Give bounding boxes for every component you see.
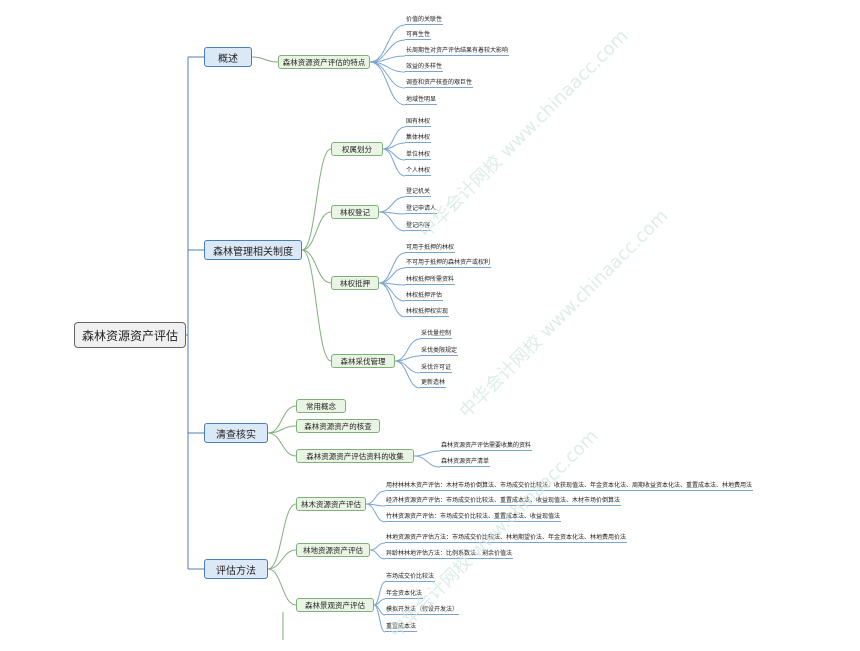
leaf-connector xyxy=(382,148,406,177)
leaf-node[interactable]: 可用于抵押的林权 xyxy=(405,244,456,253)
sub-branch-node[interactable]: 林地资源资产评估 xyxy=(296,543,370,557)
sub-branch-node[interactable]: 森林资源资产评估资料的收集 xyxy=(296,449,414,463)
leaf-node[interactable]: 竹林资源资产评估：市场成交价比较法、重置成本法、收益现值法 xyxy=(385,513,562,522)
leaf-connector xyxy=(369,549,386,560)
leaf-node[interactable]: 可再生性 xyxy=(405,31,432,40)
leaf-node[interactable]: 登记申请人 xyxy=(405,205,438,214)
sub-branch-node[interactable]: 森林采伐管理 xyxy=(331,354,395,368)
leaf-connector xyxy=(378,252,406,284)
sub-branch-node[interactable]: 林木资源资产评估 xyxy=(296,497,366,511)
leaf-node[interactable]: 森林资源资产清单 xyxy=(440,458,491,467)
sub-branch-node[interactable]: 林权抵押 xyxy=(331,276,379,290)
leaf-node[interactable]: 林地资源资产评估方法：市场成交价比较法、林地期望价法、年金资本化法、林地费用价法 xyxy=(385,534,628,543)
leaf-node[interactable]: 林权抵押所需资料 xyxy=(405,276,456,285)
leaf-connector xyxy=(378,211,406,232)
leaf-node[interactable]: 市场成交价比较法 xyxy=(385,573,436,582)
leaf-node[interactable]: 集体林权 xyxy=(405,134,432,143)
leaf-connector xyxy=(378,282,406,302)
leaf-connector xyxy=(373,604,386,633)
sub-branch-connector xyxy=(267,503,297,570)
leaf-connector xyxy=(369,24,406,63)
leaf-connector xyxy=(394,360,421,374)
branch-node[interactable]: 概述 xyxy=(204,47,252,67)
leaf-node[interactable]: 经济林资源资产评估：市场成交价比较法、重置成本法、收益现值法、木材市场价倒算法 xyxy=(385,497,622,506)
leaf-node[interactable]: 单位林权 xyxy=(405,151,432,160)
leaf-node[interactable]: 用材林林木资产评估：木材市场价倒算法、市场成交价比较法、收获现值法、年金资本化法… xyxy=(385,482,754,491)
sub-branch-node[interactable]: 森林资源资产的核查 xyxy=(296,419,380,433)
leaf-connector xyxy=(413,450,441,457)
leaf-node[interactable]: 采伐类限规定 xyxy=(420,347,459,356)
leaf-connector xyxy=(369,61,406,106)
leaf-node[interactable]: 林权抵押评估 xyxy=(405,292,444,301)
leaf-node[interactable]: 不可用于抵押的森林资产或权利 xyxy=(405,259,492,268)
sub-branch-connector xyxy=(301,211,332,251)
leaf-connector xyxy=(365,490,386,505)
sub-branch-connector xyxy=(301,148,332,251)
leaf-node[interactable]: 林权抵押权实现 xyxy=(405,308,450,317)
sub-branch-node[interactable]: 森林资源资产评估的特点 xyxy=(278,55,370,69)
leaf-connector xyxy=(394,338,421,362)
sub-branch-node[interactable]: 常用概念 xyxy=(296,399,346,413)
leaf-connector xyxy=(378,282,406,318)
leaf-node[interactable]: 个人林权 xyxy=(405,167,432,176)
leaf-node[interactable]: 重置成本法 xyxy=(385,623,418,632)
leaf-node[interactable]: 登记内容 xyxy=(405,222,432,231)
sub-branch-connector xyxy=(301,249,332,284)
leaf-connector xyxy=(365,503,386,523)
leaf-node[interactable]: 价值的关联性 xyxy=(405,16,444,25)
branch-node[interactable]: 森林管理相关制度 xyxy=(204,240,302,260)
leaf-node[interactable]: 调查和资产核查的艰巨性 xyxy=(405,79,474,88)
sub-branch-node[interactable]: 森林景观资产评估 xyxy=(296,598,374,612)
sub-branch-connector xyxy=(301,249,332,362)
leaf-connector xyxy=(378,196,406,213)
leaf-node[interactable]: 模拟开发法（假设开发法） xyxy=(385,606,460,615)
leaf-node[interactable]: 采伐量控制 xyxy=(420,330,453,339)
leaf-connector xyxy=(378,267,406,284)
sub-branch-connector xyxy=(267,568,297,606)
leaf-node[interactable]: 国有林权 xyxy=(405,118,432,127)
leaf-connector xyxy=(369,542,386,551)
branch-node[interactable]: 评估方法 xyxy=(204,559,268,579)
leaf-connector xyxy=(394,360,421,389)
leaf-node[interactable]: 效益的多样性 xyxy=(405,63,444,72)
leaf-node[interactable]: 森林资源资产评估需要收集的资料 xyxy=(440,442,533,451)
leaf-node[interactable]: 长周期性对资产评估结果有着较大影响 xyxy=(405,47,510,56)
root-node[interactable]: 森林资源资产评估 xyxy=(74,322,186,348)
branch-node[interactable]: 清查核实 xyxy=(204,423,268,443)
leaf-node[interactable]: 更新造林 xyxy=(420,379,447,388)
leaf-node[interactable]: 登记机关 xyxy=(405,188,432,197)
leaf-node[interactable]: 地域性明显 xyxy=(405,96,438,105)
sub-branch-node[interactable]: 权属划分 xyxy=(331,142,383,156)
leaf-node[interactable]: 异龄林林地评估方法：比例系数法、剩余价值法 xyxy=(385,550,514,559)
sub-branch-connector xyxy=(267,405,297,434)
sub-branch-connector xyxy=(267,549,297,570)
sub-branch-node[interactable]: 林权登记 xyxy=(331,205,379,219)
leaf-node[interactable]: 采伐许可证 xyxy=(420,364,453,373)
leaf-node[interactable]: 年金资本化法 xyxy=(385,590,424,599)
sub-branch-connector xyxy=(267,425,297,434)
sub-branch-connector xyxy=(267,432,297,457)
sub-branch-connector xyxy=(251,56,279,63)
leaf-connector xyxy=(413,455,441,468)
leaf-connector xyxy=(382,148,406,161)
